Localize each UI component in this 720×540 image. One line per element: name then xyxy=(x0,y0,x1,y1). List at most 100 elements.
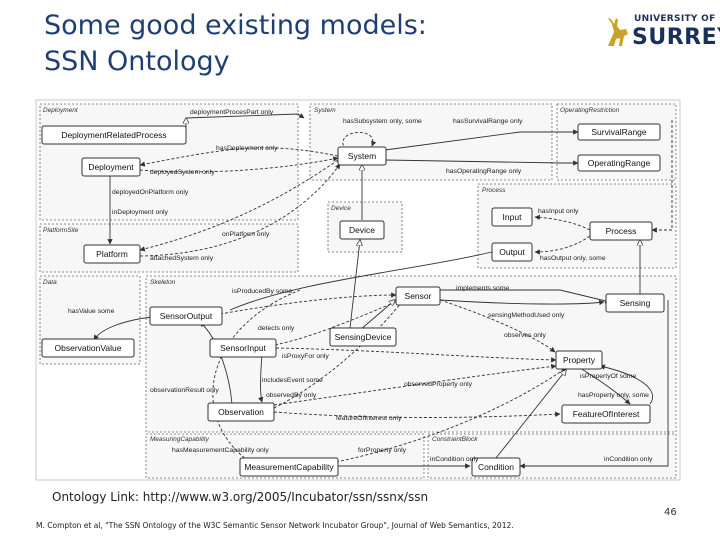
label-sensing-device: SensingDevice xyxy=(335,332,392,342)
label-property: Property xyxy=(563,355,596,365)
module-label-measuring-capability: MeasuringCapability xyxy=(150,436,210,443)
edge-sensing-device-device xyxy=(349,240,360,329)
module-label-system: System xyxy=(314,107,336,114)
rel-is-produced-by: isProducedBy some xyxy=(232,288,293,295)
rel-deployment-process-part: deploymentProcesPart only xyxy=(190,109,274,116)
class-property xyxy=(555,350,603,370)
module-label-process: Process xyxy=(482,187,506,194)
rel-detects: detects only xyxy=(258,325,295,332)
rel-is-proxy-for: isProxyFor only xyxy=(282,353,329,360)
rel-observed-by: observedBy only xyxy=(266,392,317,399)
label-survival-range: SurvivalRange xyxy=(591,127,647,137)
logo-surrey: SURREY xyxy=(632,25,720,50)
module-label-skeleton: Skeleton xyxy=(150,279,176,286)
rel-has-property: hasProperty only, some xyxy=(578,392,649,399)
rel-on-platform: onPlatform only xyxy=(222,231,270,238)
module-deployment xyxy=(39,103,299,221)
label-deployment-related-process: DeploymentRelatedProcess xyxy=(61,130,166,140)
class-input xyxy=(491,207,533,227)
module-system xyxy=(309,103,553,181)
rel-has-deployment: hasDeployment only xyxy=(216,145,278,152)
rel-has-subsystem: hasSubsystem only, some xyxy=(343,118,422,125)
rel-has-input: hasInput only xyxy=(538,208,579,215)
label-observation: Observation xyxy=(218,407,264,417)
edge-observes xyxy=(439,299,556,353)
rel-sensing-method-used: sensingMethodUsed only xyxy=(488,312,565,319)
rel-observes: observes only xyxy=(504,332,547,339)
edge-has-input xyxy=(534,214,591,231)
module-constraint-block xyxy=(427,433,677,479)
edge-sensor-output-process xyxy=(229,250,500,311)
rel-has-operating-range: hasOperatingRange only xyxy=(446,168,522,175)
rel-in-condition-2: inCondition only xyxy=(604,456,653,463)
edge-condition-property xyxy=(495,370,566,459)
edge-deployed-system xyxy=(139,156,339,173)
class-sensing-device xyxy=(329,327,397,347)
rel-in-deployment: inDeployment only xyxy=(112,209,169,216)
edge-has-deployment xyxy=(139,147,339,167)
edge-for-property xyxy=(335,367,567,463)
label-deployment: Deployment xyxy=(88,162,134,172)
edge-on-platform xyxy=(139,159,339,252)
edge-is-property-of xyxy=(579,367,631,405)
class-sensing xyxy=(605,293,665,313)
rel-in-condition-1: inCondition only xyxy=(430,456,479,463)
class-survival-range xyxy=(577,123,661,141)
label-platform: Platform xyxy=(96,249,128,259)
module-platform-site xyxy=(39,223,299,273)
class-sensor-output xyxy=(149,306,223,326)
label-sensor-input: SensorInput xyxy=(220,343,266,353)
class-deployment xyxy=(81,157,141,177)
diagram-border xyxy=(35,99,681,481)
label-system: System xyxy=(348,151,376,161)
edge-includes-event xyxy=(258,353,264,403)
class-sensor-input xyxy=(209,338,277,358)
label-output: Output xyxy=(499,247,525,257)
class-deployment-related-process xyxy=(41,125,187,145)
label-sensor-output: SensorOutput xyxy=(160,311,213,321)
class-output xyxy=(491,242,533,262)
module-label-device: Device xyxy=(331,205,351,212)
edge-observation-result xyxy=(199,321,233,405)
rel-is-property-of: isPropertyOf some xyxy=(580,373,636,380)
rel-deployed-system: deployedSystem only xyxy=(150,169,215,176)
rel-attached-system: attachedSystem only xyxy=(150,255,214,262)
edge-has-subsystem xyxy=(342,132,377,151)
edge-has-property xyxy=(599,364,653,405)
label-process: Process xyxy=(606,226,637,236)
rel-includes-event: includesEvent some xyxy=(262,377,323,384)
class-operating-range xyxy=(577,154,661,172)
module-label-data: Data xyxy=(43,279,57,286)
edge-process-side xyxy=(651,120,673,233)
logo-university-of: UNIVERSITY OF xyxy=(634,14,716,24)
rel-observation-result: observationResult only xyxy=(150,387,219,394)
edge-in-condition-2 xyxy=(519,300,669,469)
edge-detects xyxy=(269,299,401,348)
edge-attached-system xyxy=(139,163,341,257)
edge-has-measurement-capability xyxy=(212,289,301,463)
module-label-constraint-block: ConstraintBlock xyxy=(432,436,478,443)
label-device: Device xyxy=(349,225,375,235)
module-label-deployment: Deployment xyxy=(43,107,79,114)
edge-has-output xyxy=(534,235,591,255)
stag-icon xyxy=(608,18,628,46)
rel-deployed-on-platform: deployedOnPlatform only xyxy=(112,189,189,196)
label-condition: Condition xyxy=(478,462,514,472)
edge-has-value xyxy=(93,315,161,341)
edge-observed-by xyxy=(273,297,406,409)
label-sensing: Sensing xyxy=(620,298,651,308)
edge-observed-property xyxy=(273,363,557,406)
class-platform xyxy=(83,244,141,264)
title-line-2: SSN Ontology xyxy=(44,46,230,77)
class-condition xyxy=(471,457,521,477)
edge-sensing-method-used xyxy=(439,299,605,306)
edge-is-produced-by xyxy=(219,292,397,315)
edge-is-proxy-for xyxy=(275,347,557,363)
class-observation-value xyxy=(41,338,135,358)
module-label-operating-restriction: OperatingRestriction xyxy=(560,107,620,114)
class-measurement-capability xyxy=(239,457,339,477)
rel-implements: implements some xyxy=(456,285,509,292)
ontology-link: Ontology Link: http://www.w3.org/2005/In… xyxy=(52,490,429,504)
title-line-1: Some good existing models: xyxy=(44,10,427,41)
rel-has-measurement-capability: hasMeasurementCapability only xyxy=(172,447,269,454)
